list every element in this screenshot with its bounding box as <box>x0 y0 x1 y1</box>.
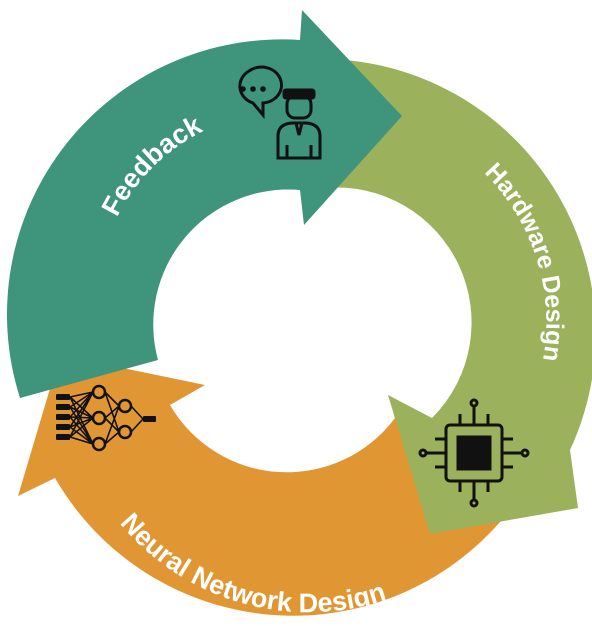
user-feedback-icon <box>238 65 322 160</box>
feedback-arrow <box>6 10 403 398</box>
chip-icon <box>418 398 530 508</box>
hardware-design-arrow <box>325 60 592 534</box>
neural-network-icon <box>56 384 156 452</box>
